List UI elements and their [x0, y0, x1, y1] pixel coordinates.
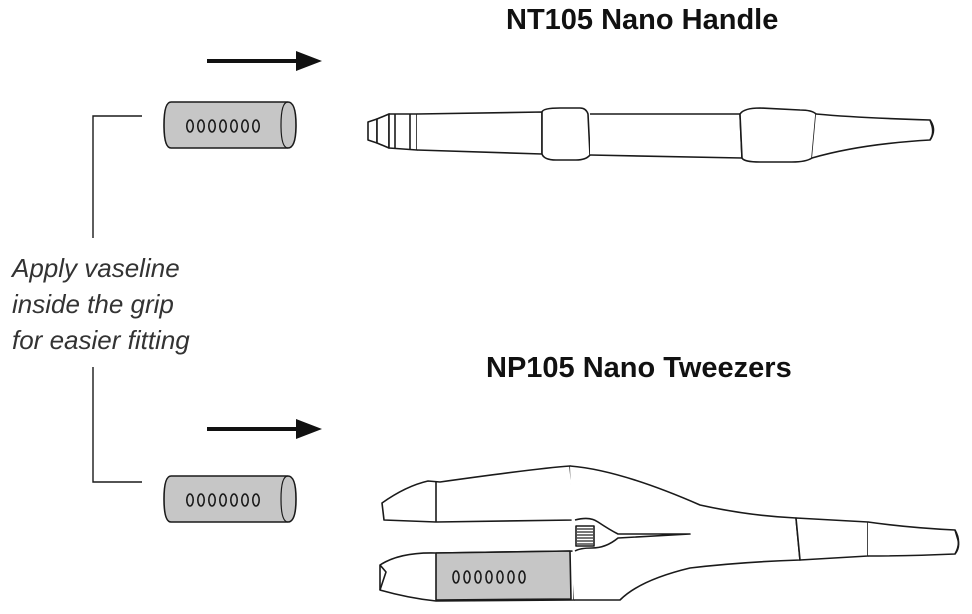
note-line-2: inside the grip — [12, 289, 174, 319]
nano-handle-drawing — [367, 107, 935, 163]
vaseline-instruction-note: Apply vaseline inside the grip for easie… — [12, 250, 190, 358]
top-arrow-icon — [207, 51, 322, 71]
nano-tweezers-title: NP105 Nano Tweezers — [486, 352, 792, 384]
nano-tweezers-drawing — [379, 465, 960, 602]
top-grip-icon — [163, 101, 297, 149]
bottom-grip-icon — [163, 475, 297, 523]
note-line-3: for easier fitting — [12, 325, 190, 355]
note-bracket — [92, 115, 142, 483]
nano-handle-title: NT105 Nano Handle — [506, 4, 779, 36]
bottom-arrow-icon — [207, 419, 322, 439]
note-line-1: Apply vaseline — [12, 253, 180, 283]
